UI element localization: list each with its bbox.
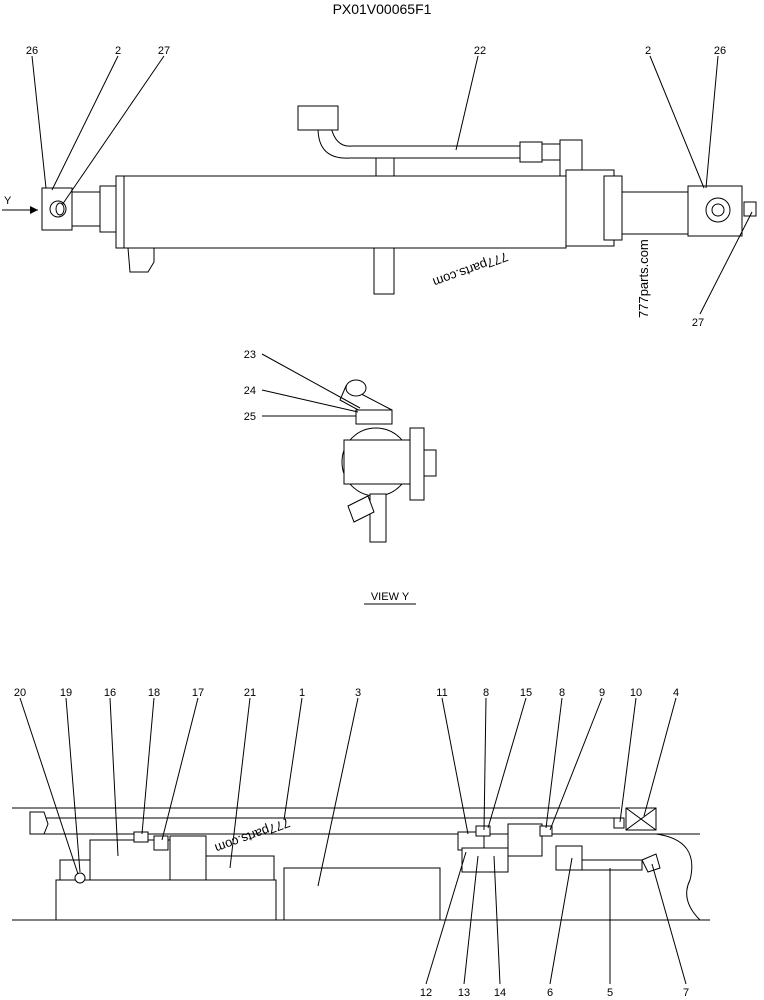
- bottom-port-left: [127, 247, 155, 273]
- part-6: [555, 845, 583, 871]
- watermark: 777parts.com: [431, 249, 510, 290]
- part-12-13-14: [461, 847, 509, 873]
- top-port-boss: [375, 157, 395, 177]
- callout-15: 15: [520, 687, 532, 699]
- part-17: [169, 835, 207, 881]
- part-8a: [475, 825, 491, 837]
- part-rod-section: [55, 879, 277, 921]
- part-10: [613, 817, 625, 829]
- watermark: 777parts.com: [213, 815, 292, 856]
- tube-end-cap: [29, 811, 49, 835]
- left-grease-fitting: [55, 202, 65, 216]
- gland-flange: [603, 175, 623, 241]
- view-y-pipe: [369, 493, 387, 543]
- callout-14: 14: [494, 987, 506, 999]
- callout-13: 13: [458, 987, 470, 999]
- cylinder-side-view: Y: [2, 45, 757, 329]
- cylinder-section-view: 20 19 16 18 17 21 1 3 11 8 15 8 9 10 4 1…: [12, 687, 710, 999]
- callout-27-left: 27: [158, 45, 170, 57]
- callout-3: 3: [355, 687, 361, 699]
- head-flange: [99, 185, 117, 233]
- right-grease-fitting: [743, 201, 757, 217]
- part-21: [205, 855, 275, 881]
- cylinder-tube: [115, 175, 567, 249]
- pipe-fitting: [519, 141, 543, 163]
- view-y-label: VIEW Y: [371, 591, 410, 603]
- callout-8-a: 8: [483, 687, 489, 699]
- left-clevis: [71, 191, 101, 227]
- callout-16: 16: [104, 687, 116, 699]
- callout-10: 10: [630, 687, 642, 699]
- callout-25: 25: [244, 411, 256, 423]
- callout-24: 24: [244, 385, 256, 397]
- part-19: [74, 872, 86, 884]
- rod-break-line: [655, 833, 701, 921]
- callout-12: 12: [420, 987, 432, 999]
- callout-4: 4: [673, 687, 679, 699]
- part-rod-3: [283, 867, 441, 921]
- callout-18: 18: [148, 687, 160, 699]
- callout-5: 5: [607, 987, 613, 999]
- part-gland: [507, 823, 543, 857]
- view-y-flange: [409, 427, 425, 501]
- view-arrow-label: Y: [4, 195, 12, 207]
- callout-22: 22: [474, 45, 486, 57]
- callout-26-right: 26: [714, 45, 726, 57]
- callout-17: 17: [192, 687, 204, 699]
- part-5: [581, 859, 643, 871]
- bottom-port-pipe: [373, 247, 395, 295]
- part-7: [641, 853, 661, 873]
- callout-7: 7: [683, 987, 689, 999]
- callout-27-right: 27: [692, 317, 704, 329]
- diagram-title: PX01V00065F1: [333, 1, 432, 17]
- callout-8-b: 8: [559, 687, 565, 699]
- callout-20: 20: [14, 687, 26, 699]
- pipe-elbow: [297, 105, 339, 131]
- callout-9: 9: [599, 687, 605, 699]
- view-y-detail: 23 24 25 VIEW Y: [244, 349, 437, 605]
- callout-26-left: 26: [26, 45, 38, 57]
- watermark: 777parts.com: [636, 239, 651, 318]
- pipe-22-upper: [317, 127, 520, 159]
- view-arrow-head: [30, 206, 38, 214]
- callout-23: 23: [244, 349, 256, 361]
- callout-2-left: 2: [115, 45, 121, 57]
- callout-21: 21: [244, 687, 256, 699]
- piston-rod: [621, 191, 693, 235]
- callout-2-right: 2: [645, 45, 651, 57]
- callout-11: 11: [436, 687, 447, 699]
- callout-6: 6: [547, 987, 553, 999]
- callout-1: 1: [299, 687, 305, 699]
- callout-19: 19: [60, 687, 72, 699]
